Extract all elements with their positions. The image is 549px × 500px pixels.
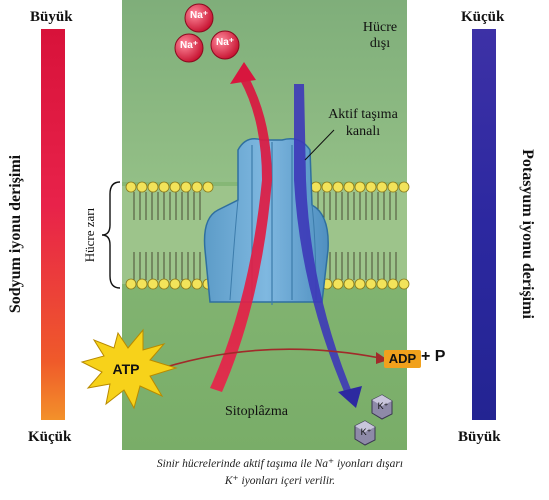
sodium-scale-bottom-label: Küçük	[28, 429, 72, 445]
adp-box	[384, 350, 421, 368]
potassium-scale-top-label: Küçük	[461, 9, 505, 25]
cell-exterior-label: Hücre dışı	[350, 20, 410, 52]
atp-starburst	[80, 328, 178, 410]
lipid-heads	[125, 181, 410, 290]
sodium-ion-label: Na⁺	[179, 40, 199, 51]
potassium-ion-label: K⁺	[360, 427, 372, 437]
adp-label: ADP	[388, 351, 417, 366]
potassium-concentration-bar	[472, 29, 496, 420]
membrane-bracket	[101, 181, 121, 289]
potassium-ions	[354, 394, 393, 446]
sodium-arrowhead	[230, 62, 256, 84]
cell-exterior-label-line1: Hücre	[362, 20, 398, 35]
sodium-ion-label: Na⁺	[215, 37, 235, 48]
phosphate-label: + P	[421, 348, 446, 365]
lipid-tails	[133, 192, 397, 280]
potassium-arrow	[294, 84, 352, 396]
channel-label-line1: Aktif taşıma	[328, 107, 398, 122]
sodium-ions	[174, 3, 240, 63]
cell-exterior-label-line2: dışı	[369, 36, 391, 51]
membrane-label: Hücre zarı	[82, 207, 97, 263]
potassium-ion-label: K⁺	[377, 401, 389, 411]
potassium-scale-bottom-label: Büyük	[458, 429, 501, 445]
figure-caption: Sinir hücrelerinde aktif taşıma ile Na⁺ …	[100, 456, 460, 490]
channel-label-line2: kanalı	[345, 124, 381, 139]
atp-to-adp-curve	[149, 348, 381, 373]
atp-label: ATP	[112, 361, 140, 377]
caption-line1: Sinir hücrelerinde aktif taşıma ile Na⁺ …	[156, 458, 404, 470]
caption-line2: K⁺ iyonları içeri verilir.	[224, 475, 336, 487]
sodium-arrow	[210, 76, 272, 392]
sodium-scale-top-label: Büyük	[30, 9, 73, 25]
cytoplasm-label: Sitoplâzma	[225, 404, 288, 419]
channel-label: Aktif taşıma kanalı	[318, 106, 408, 140]
potassium-arrowhead	[338, 386, 362, 408]
sodium-ion-label: Na⁺	[189, 10, 209, 21]
sodium-concentration-bar	[41, 29, 65, 420]
channel-leader-line	[304, 129, 335, 161]
